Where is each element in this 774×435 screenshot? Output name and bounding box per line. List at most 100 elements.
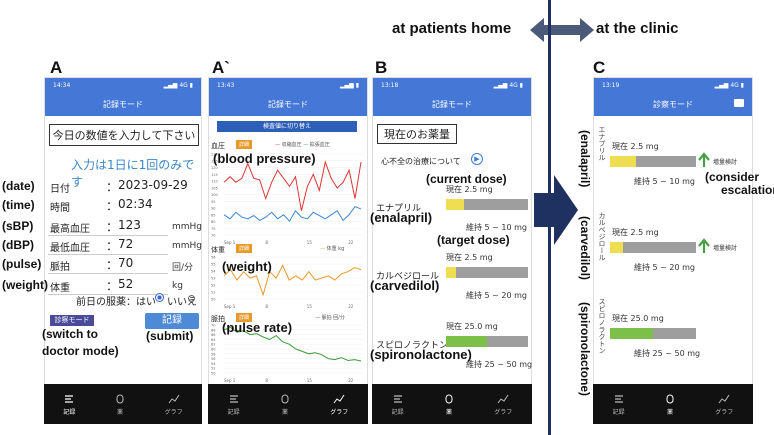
tab-graph[interactable]: グラフ (330, 393, 348, 416)
label-A2: A` (212, 58, 230, 77)
tab-record[interactable]: 記録 (63, 393, 75, 416)
current-dose: 現在 25.0 mg (612, 314, 664, 323)
x-tick-label: 8 (265, 304, 268, 309)
dose-bar (610, 156, 696, 167)
tab-medicine[interactable]: 薬 (114, 393, 126, 416)
row-value-input[interactable]: 72 (118, 237, 134, 251)
tab-medicine[interactable]: 薬 (443, 393, 455, 416)
legend-pulse: 脈拍 回/分 (321, 315, 345, 321)
dose-bar-fill (446, 336, 487, 347)
dose-bar-fill (610, 242, 623, 253)
tab-label: 薬 (666, 408, 673, 416)
current-dose: 現在 2.5 mg (612, 142, 659, 151)
folder-icon[interactable] (734, 99, 744, 107)
drug-annotation: (enalapril) (578, 130, 592, 188)
pulse-detail-chip[interactable]: 詳細 (236, 313, 253, 322)
med-no-radio[interactable] (188, 295, 195, 302)
row-annotation: (pulse) (2, 257, 42, 271)
graph-icon (168, 394, 180, 403)
y-tick-label: 53 (211, 277, 215, 281)
dose-bar (610, 328, 696, 339)
tab-label: グラフ (715, 408, 734, 416)
ann-weight: (weight) (222, 259, 272, 274)
drug-annotation: (spironolactone) (370, 347, 472, 362)
ann-switch-2: doctor mode) (42, 344, 119, 358)
dose-bar-fill (610, 156, 636, 167)
tab-medicine[interactable]: 薬 (279, 393, 291, 416)
target-dose: 維持 5 ~ 20 mg (466, 291, 528, 300)
pen-icon (614, 394, 623, 403)
row-value-input[interactable]: 52 (118, 277, 134, 291)
drug-name: スピロノラクトン (376, 341, 449, 351)
row-value-input[interactable]: 70 (118, 256, 134, 270)
bp-detail-chip[interactable]: 詳細 (236, 140, 253, 149)
y-tick-label: 50 (211, 372, 215, 376)
drug-vertical-name: エナプリル (598, 126, 606, 161)
tab-graph[interactable]: グラフ (715, 393, 733, 416)
status-bar: 14:34▂▄▆ 4G ▮ (45, 78, 201, 92)
tab-record[interactable]: 記録 (228, 393, 240, 416)
ann-target-dose: (target dose) (437, 233, 510, 247)
dose-bar-fill (446, 267, 456, 278)
x-tick-label: Sep 1 (224, 240, 236, 245)
label-C: C (593, 58, 606, 77)
graph-icon (497, 394, 509, 403)
y-tick-label: 52 (211, 367, 215, 371)
tab-record[interactable]: 記録 (613, 393, 625, 416)
y-tick-label: 100 (211, 193, 218, 197)
x-tick-label: 8 (265, 240, 268, 245)
tab-record[interactable]: 記録 (392, 393, 404, 416)
x-tick-label: 22 (348, 304, 354, 309)
row-colon: ： (106, 279, 119, 293)
switch-test-button[interactable]: 検査値に切り替え (217, 121, 357, 132)
tab-label: 記録 (391, 408, 404, 416)
pill-icon (445, 394, 453, 403)
instruction-box: 今日の数値を入力して下さい (49, 124, 199, 146)
dose-bar (446, 199, 528, 210)
row-value-input[interactable]: 123 (118, 218, 141, 232)
drug-annotation: (carvedilol) (578, 216, 592, 281)
tab-label: 薬 (116, 408, 123, 416)
current-dose: 現在 25.0 mg (446, 322, 498, 331)
drug-name: エナプリル (376, 204, 422, 214)
submit-button[interactable]: 記録 (145, 313, 199, 329)
signal-icon: ▂▄▆ 4G ▮ (163, 81, 193, 89)
drug-vertical-name: カルベジロール (598, 212, 606, 261)
med-yes-radio[interactable] (155, 293, 164, 302)
y-tick-label: 54 (211, 362, 216, 366)
row-annotation: (weight) (2, 278, 48, 292)
drug-annotation: (enalapril) (370, 210, 433, 225)
row-unit: 回/分 (172, 263, 194, 273)
tab-graph[interactable]: グラフ (165, 393, 183, 416)
target-dose: 維持 25 ~ 50 mg (466, 360, 533, 369)
target-dose: 維持 5 ~ 10 mg (466, 223, 528, 232)
dose-bar-fill (610, 328, 653, 339)
tab-graph[interactable]: グラフ (494, 393, 512, 416)
y-tick-label: 52 (211, 284, 215, 288)
weight-detail-chip[interactable]: 詳細 (236, 244, 253, 253)
hf-treatment-link[interactable]: 心不全の治療について (381, 157, 461, 166)
row-value-input[interactable]: 02:34 (118, 197, 153, 211)
phone-medication: 13:18▂▄▆ 4G ▮ 記録モード 現在のお薬量 心不全の治療について ▶ (372, 77, 532, 424)
app-title: 記録モード (45, 92, 201, 116)
y-tick-label: 50 (211, 298, 215, 302)
phone-graph: 13:43▂▄▆ ▮ 記録モード 検査値に切り替え (208, 77, 368, 424)
home-header: at patients home (392, 20, 512, 37)
row-colon: ： (106, 239, 119, 253)
doctor-mode-button[interactable]: 診察モード (50, 315, 94, 326)
row-value-input[interactable]: 2023-09-29 (118, 178, 188, 192)
target-dose: 維持 5 ~ 20 mg (634, 263, 696, 272)
y-tick-label: 95 (211, 200, 215, 204)
row-colon: ： (106, 220, 119, 234)
label-A: A (50, 58, 63, 77)
app-title: 記録モード (209, 92, 367, 116)
play-icon[interactable]: ▶ (471, 153, 483, 165)
tab-label: 記録 (612, 408, 625, 416)
tab-label: グラフ (164, 408, 183, 416)
x-tick-label: 8 (265, 378, 268, 383)
tab-label: グラフ (494, 408, 513, 416)
graph-icon (718, 394, 730, 403)
tab-medicine[interactable]: 薬 (664, 393, 676, 416)
y-tick-label: 64 (211, 338, 216, 342)
note-text: 入力は1日に1回のみです (71, 158, 195, 189)
